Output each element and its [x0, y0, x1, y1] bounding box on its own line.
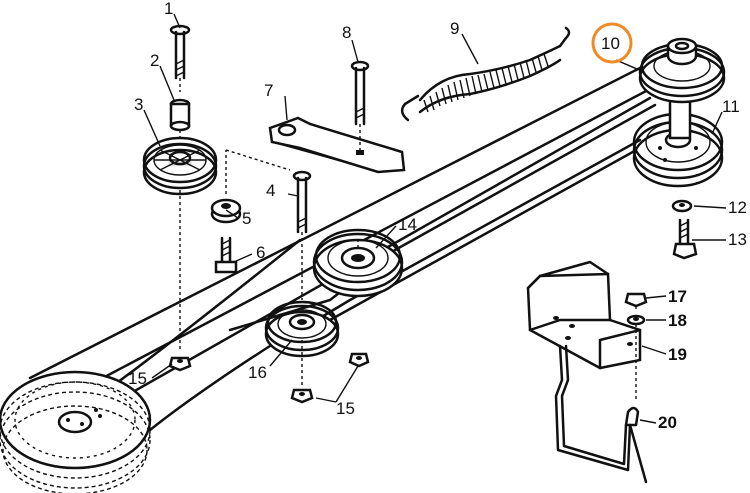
callout-11: 11: [722, 97, 740, 116]
callout-labels: 1 2 3 4 5 6 7 8 9 10 11 12 13 14 15 16 1…: [128, 0, 747, 432]
callout-10: 10: [601, 34, 620, 53]
callout-9: 9: [450, 19, 459, 38]
callout-15-right: 15: [336, 399, 355, 418]
rod-20: [554, 344, 648, 484]
bolt-4: [292, 170, 312, 300]
callout-1: 1: [164, 0, 173, 18]
callout-14: 14: [398, 215, 417, 234]
callout-3: 3: [134, 95, 143, 114]
callout-15-left: 15: [128, 369, 147, 388]
idler-arm-7: [268, 116, 406, 174]
nut-15-right-b: [290, 340, 314, 404]
callout-13: 13: [728, 230, 747, 249]
washer-12: [671, 199, 693, 213]
bolt-8: [350, 60, 370, 150]
upper-pulley: [638, 37, 726, 104]
callout-16: 16: [248, 363, 267, 382]
callout-7: 7: [264, 81, 273, 100]
callout-2: 2: [150, 51, 159, 70]
bolt-17: [624, 292, 648, 312]
highlight-circle: [591, 22, 633, 64]
callout-8: 8: [342, 23, 351, 42]
nut-15-left: [168, 356, 192, 372]
callout-6: 6: [256, 243, 265, 262]
idler-pulley-14: [312, 228, 404, 298]
callout-4: 4: [266, 181, 275, 200]
leader-lines: [143, 13, 727, 424]
bolt-13: [672, 218, 698, 260]
callout-17: 17: [668, 287, 687, 306]
bolt-1: [169, 24, 191, 92]
spring-9: [400, 26, 571, 122]
idler-pulley-16: [264, 300, 340, 358]
nut-15-right-a: [348, 352, 370, 368]
bracket-19: [526, 260, 642, 370]
bolt-6: [214, 236, 238, 274]
callout-20: 20: [658, 413, 677, 432]
callout-12: 12: [728, 198, 747, 217]
idler-pulley-3: [142, 136, 218, 350]
washer-18: [626, 314, 646, 400]
callout-18: 18: [668, 311, 687, 330]
engine-pulley: [0, 370, 152, 493]
callout-19: 19: [668, 345, 687, 364]
nut-5: [210, 149, 291, 224]
callout-5: 5: [242, 209, 251, 228]
spacer-2: [169, 98, 191, 140]
